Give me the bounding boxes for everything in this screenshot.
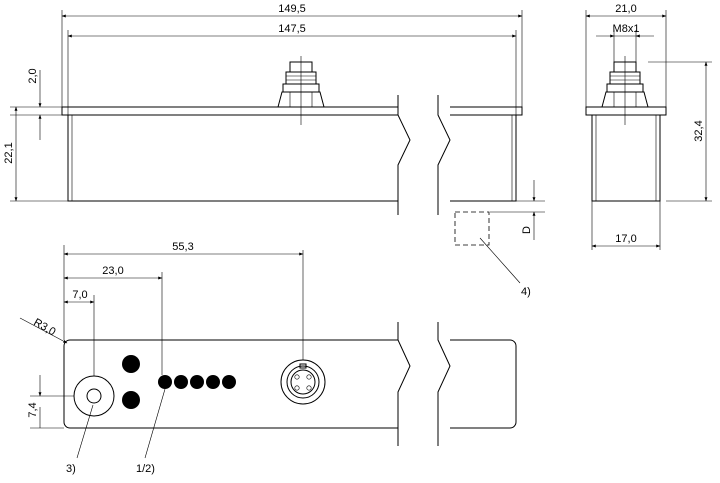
led-row bbox=[158, 375, 236, 389]
side-view: 21,0 M8x1 32,4 17,0 bbox=[585, 3, 712, 250]
mounting-hole-outer bbox=[73, 375, 115, 417]
m8-connector-top bbox=[280, 359, 326, 405]
dim-side-width: 21,0 bbox=[615, 3, 636, 15]
break-line-right bbox=[437, 95, 451, 215]
leader-leds bbox=[144, 388, 166, 459]
top-break-line-left bbox=[397, 322, 411, 446]
target-object bbox=[454, 211, 490, 246]
dim-corner-radius: R3,0 bbox=[31, 316, 57, 338]
housing-body bbox=[67, 114, 517, 202]
leader-mounting-hole bbox=[76, 404, 94, 459]
target-area: D 4) bbox=[454, 180, 545, 298]
dim-hole-distance: 7,0 bbox=[72, 289, 87, 301]
leader-target bbox=[479, 237, 521, 284]
mounting-hole-inner bbox=[86, 388, 102, 404]
dim-thread: M8x1 bbox=[613, 23, 640, 35]
dim-side-body-width: 17,0 bbox=[615, 233, 636, 245]
top-break-line-right bbox=[437, 322, 451, 446]
dim-overall-length: 149,5 bbox=[278, 3, 306, 15]
callout-leds: 1/2) bbox=[136, 463, 155, 475]
front-view: 149,5 147,5 2,0 22,1 bbox=[3, 3, 523, 215]
dim-body-height: 22,1 bbox=[3, 142, 15, 163]
dim-side-height: 32,4 bbox=[693, 120, 705, 141]
led-1 bbox=[158, 375, 172, 389]
side-flange bbox=[585, 106, 667, 116]
dim-flange-thickness: 2,0 bbox=[27, 68, 39, 83]
side-body bbox=[591, 114, 661, 202]
flange-plate bbox=[61, 106, 523, 116]
dim-connector-distance: 55,3 bbox=[172, 241, 193, 253]
led-2 bbox=[174, 375, 188, 389]
leader-radius bbox=[19, 317, 68, 344]
break-line-left bbox=[397, 95, 411, 215]
indicator-lower bbox=[122, 391, 140, 409]
dim-hole-height: 7,4 bbox=[27, 402, 39, 417]
callout-target: 4) bbox=[521, 286, 531, 298]
dim-led-distance: 23,0 bbox=[102, 265, 123, 277]
m8-connector-front bbox=[277, 56, 325, 125]
top-housing bbox=[63, 339, 517, 429]
dim-inner-length: 147,5 bbox=[278, 23, 306, 35]
top-view: 55,3 23,0 7,0 R3,0 7,4 3) 1/2) bbox=[19, 241, 517, 475]
led-3 bbox=[190, 375, 204, 389]
m8-connector-side bbox=[601, 56, 649, 125]
led-5 bbox=[222, 375, 236, 389]
dim-damping-depth: D bbox=[521, 226, 533, 234]
callout-mounting-hole: 3) bbox=[66, 463, 76, 475]
break-gap bbox=[398, 95, 450, 215]
indicator-upper bbox=[122, 355, 140, 373]
led-4 bbox=[206, 375, 220, 389]
